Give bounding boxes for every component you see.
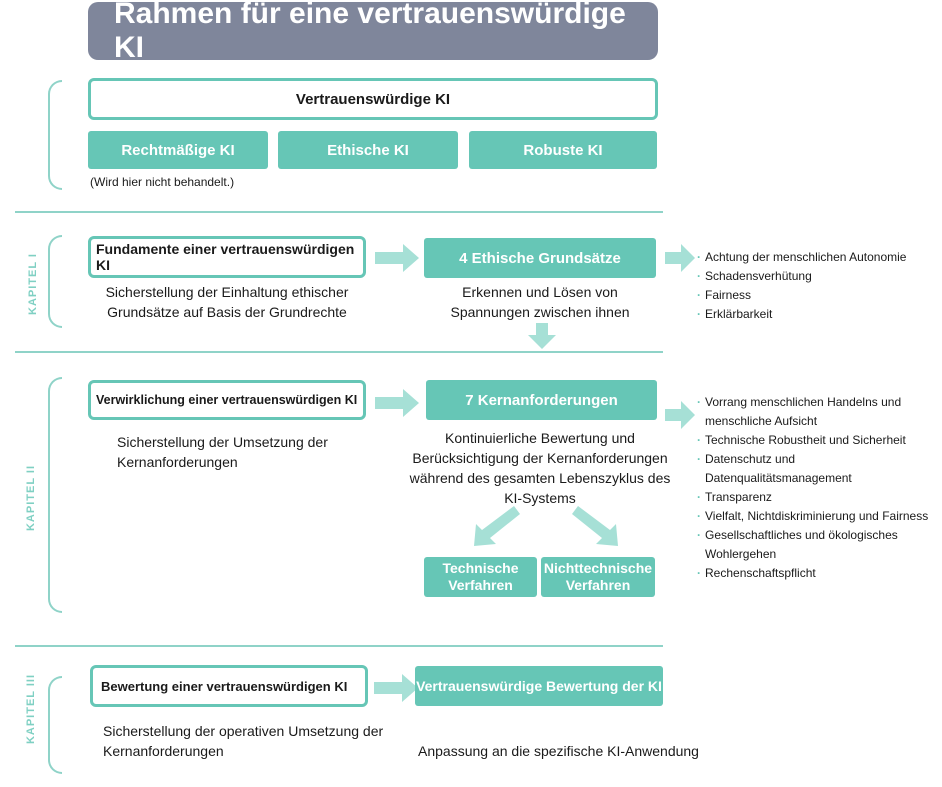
chapter-1-principles-box: 4 Ethische Grundsätze [424, 238, 656, 278]
chapter-3-left-desc: Sicherstellung der operativen Umsetzung … [103, 723, 384, 759]
pillar-lawful: Rechtmäßige KI [88, 131, 268, 169]
arrow-right-icon [665, 244, 695, 272]
arrow-down-left-icon [474, 506, 520, 546]
list-item: Rechenschaftspflicht [697, 564, 942, 583]
list-item: Vorrang menschlichen Handelns undmenschl… [697, 393, 942, 431]
list-item: Technische Robustheit und Sicherheit [697, 431, 942, 450]
list-item: Achtung der menschlichen Autonomie [697, 248, 937, 267]
chapter-2-bracket [48, 377, 62, 613]
chapter-1-foundation-box: Fundamente einer vertrauenswürdigen KI [88, 236, 366, 278]
separator [15, 645, 663, 647]
pillar-ethical: Ethische KI [278, 131, 458, 169]
chapter-3-mid-desc: Anpassung an die spezifische KI-Anwendun… [418, 743, 699, 759]
arrow-right-icon [374, 674, 418, 702]
chapter-2-realisation-box: Verwirklichung einer vertrauenswürdigen … [88, 380, 366, 420]
chapter-3-trustworthy-assessment-box: Vertrauenswürdige Bewertung der KI [415, 666, 663, 706]
list-item: Datenschutz und Datenqualitätsmanagement [697, 450, 942, 488]
chapter-2-requirements-box: 7 Kernanforderungen [426, 380, 657, 420]
chapter-2-requirements-list: Vorrang menschlichen Handelns undmenschl… [697, 393, 942, 583]
not-covered-note: (Wird hier nicht behandelt.) [90, 175, 235, 189]
separator [15, 211, 663, 213]
section-bracket [48, 80, 62, 190]
list-item: Transparenz [697, 488, 942, 507]
chapter-1-bracket [48, 235, 62, 328]
chapter-1-label: KAPITEL I [27, 253, 39, 315]
arrow-down-right-icon [572, 506, 618, 546]
chapter-2-label: KAPITEL II [25, 464, 37, 532]
separator [15, 351, 663, 353]
chapter-3-label: KAPITEL III [25, 673, 37, 745]
list-item: Gesellschaftliches und ökologischesWohle… [697, 526, 942, 564]
pillar-robust: Robuste KI [469, 131, 657, 169]
list-item: Schadensverhütung [697, 267, 937, 286]
chapter-1-principles-list: Achtung der menschlichen Autonomie Schad… [697, 248, 937, 324]
trustworthy-ai-box: Vertrauenswürdige KI [88, 78, 658, 120]
list-item: Fairness [697, 286, 937, 305]
arrow-right-icon [375, 244, 419, 272]
arrow-right-icon [665, 401, 695, 429]
page-title: Rahmen für eine vertrauenswürdige KI [88, 0, 658, 64]
list-item: Erklärbarkeit [697, 305, 937, 324]
chapter-3-bracket [48, 676, 62, 774]
list-item: Vielfalt, Nichtdiskriminierung und Fairn… [697, 507, 942, 526]
arrow-down-icon [528, 323, 556, 349]
chapter-3-assessment-box: Bewertung einer vertrauenswürdigen KI [90, 665, 368, 707]
arrow-right-icon [375, 389, 419, 417]
